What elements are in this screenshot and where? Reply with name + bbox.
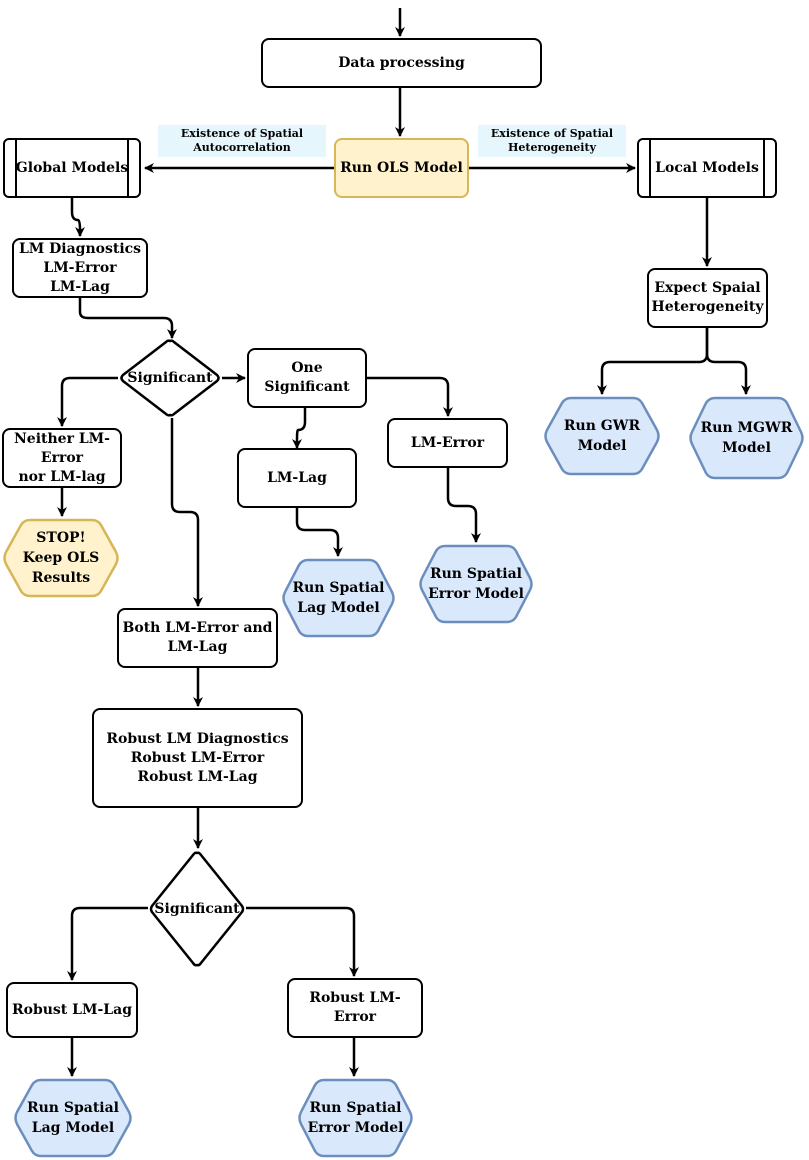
hexagon-shape — [419, 544, 533, 624]
hexagon-shape — [3, 518, 119, 598]
edge-expect-mgwr — [705, 328, 751, 395]
local-models-node[interactable]: Local Models — [637, 138, 777, 198]
global-models-node[interactable]: Global Models — [3, 138, 141, 198]
run-spatial-error-node-1[interactable]: Run Spatial Error Model — [418, 544, 534, 624]
edge-expect-gwr — [597, 328, 709, 395]
edge-significant-neither — [57, 376, 118, 427]
run-spatial-lag-label-2: Run Spatial Lag Model — [26, 1100, 119, 1136]
data-processing-node[interactable]: Data processing — [261, 38, 542, 88]
run-mgwr-node[interactable]: Run MGWR Model — [688, 396, 805, 480]
robust-lm-error-node[interactable]: Robust LM-Error — [287, 978, 423, 1038]
hexagon-shape — [14, 1078, 132, 1158]
edge-global-lmdiag — [70, 198, 85, 237]
run-spatial-lag-node-2[interactable]: Run Spatial Lag Model — [13, 1078, 133, 1158]
edge-onesig-lmerror — [366, 376, 453, 417]
one-significant-node[interactable]: One Significant — [247, 348, 367, 408]
stop-label: STOP! Keep OLS Results — [22, 530, 100, 586]
significant-decision-1[interactable]: Significant — [118, 338, 222, 418]
edge-label-spatial-heterogeneity: Existence of Spatial Heterogeneity — [478, 125, 626, 157]
robust-diagnostics-node[interactable]: Robust LM Diagnostics Robust LM-Error Ro… — [92, 708, 303, 808]
run-spatial-error-label-2: Run Spatial Error Model — [307, 1100, 404, 1136]
hexagon-shape — [298, 1078, 413, 1158]
run-mgwr-label: Run MGWR Model — [700, 420, 793, 456]
edge-significant-both — [170, 418, 203, 607]
significant-label-1: Significant — [127, 370, 213, 386]
hexagon-shape — [544, 396, 660, 476]
run-spatial-error-label-1: Run Spatial Error Model — [428, 566, 524, 602]
run-gwr-label: Run GWR Model — [563, 418, 641, 454]
hexagon-shape — [689, 396, 804, 480]
run-spatial-lag-label-1: Run Spatial Lag Model — [292, 580, 385, 616]
run-gwr-node[interactable]: Run GWR Model — [543, 396, 661, 476]
run-spatial-error-node-2[interactable]: Run Spatial Error Model — [297, 1078, 414, 1158]
edge-lmlag-runlag — [295, 508, 343, 557]
lm-lag-node[interactable]: LM-Lag — [237, 448, 357, 508]
run-spatial-lag-node-1[interactable]: Run Spatial Lag Model — [281, 558, 396, 638]
diamond-shape — [149, 851, 245, 967]
significant-label-2: Significant — [154, 901, 240, 917]
stop-keep-ols-node[interactable]: STOP! Keep OLS Results — [2, 518, 120, 598]
lm-diagnostics-node[interactable]: LM Diagnostics LM-Error LM-Lag — [12, 238, 148, 298]
lm-error-node[interactable]: LM-Error — [387, 418, 508, 468]
run-ols-node[interactable]: Run OLS Model — [334, 138, 469, 198]
hexagon-shape — [282, 558, 395, 638]
neither-node[interactable]: Neither LM- Error nor LM-lag — [2, 428, 122, 488]
edge-label-spatial-autocorrelation: Existence of Spatial Autocorrelation — [158, 125, 326, 157]
diamond-shape — [120, 339, 220, 417]
edge-significant2-robusterror — [246, 906, 359, 977]
edge-lmerror-runerror — [446, 468, 481, 543]
edge-significant2-robustlag — [67, 906, 148, 981]
expect-heterogeneity-node[interactable]: Expect Spaial Heterogeneity — [647, 268, 768, 328]
edge-onesig-lmlag — [292, 408, 307, 449]
significant-decision-2[interactable]: Significant — [148, 850, 246, 968]
both-lm-node[interactable]: Both LM-Error and LM-Lag — [117, 608, 278, 668]
robust-lm-lag-node[interactable]: Robust LM-Lag — [6, 982, 138, 1038]
edge-lmdiag-significant — [78, 298, 177, 339]
